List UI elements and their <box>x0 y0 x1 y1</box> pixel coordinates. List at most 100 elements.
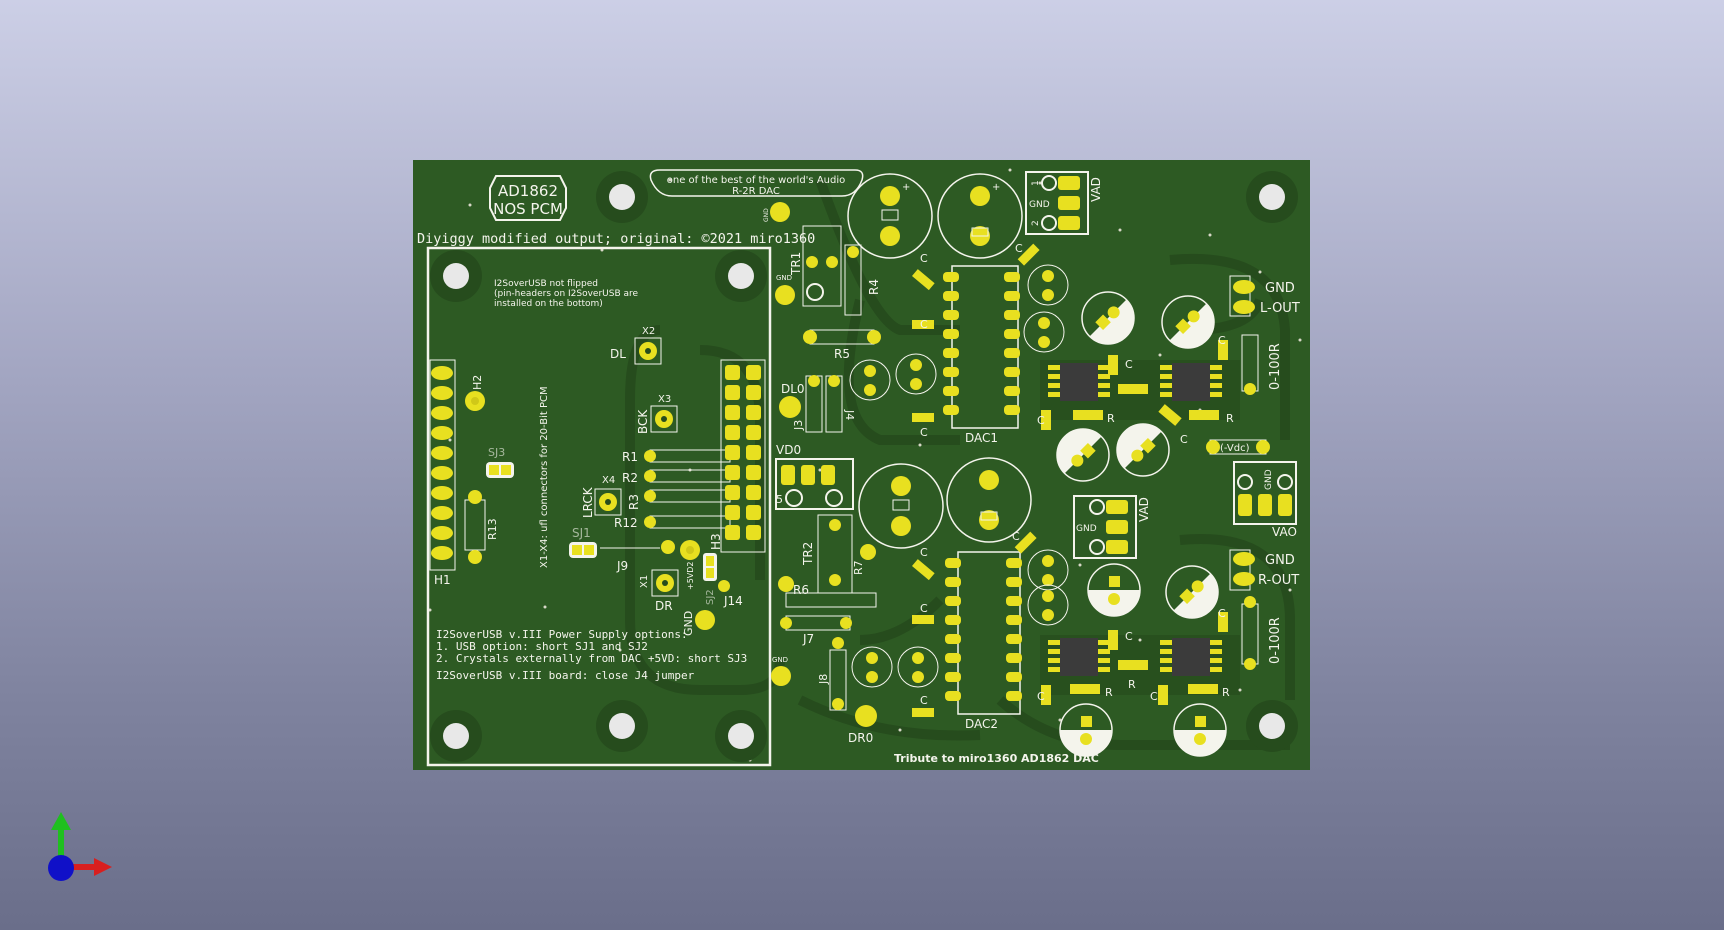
gnd-tp-top-label: GND <box>763 208 770 222</box>
vad-mid-label: VAD <box>1137 497 1151 522</box>
sj3-pad-b <box>501 465 511 475</box>
z-axis-dot-icon <box>48 855 74 881</box>
sj2-pad-b <box>706 568 714 578</box>
dl0-pad <box>779 396 801 418</box>
small-caps-dac1 <box>849 353 937 401</box>
l-out-label: L-OUT <box>1260 301 1300 316</box>
gnd-tp-low-label: GND <box>772 656 788 664</box>
sj1-pad-b <box>584 545 594 555</box>
vd0-terminal <box>775 458 854 510</box>
r5-pad-b <box>867 330 881 344</box>
electrolytic-cap-mid-2 <box>946 457 1032 543</box>
j8-pad-a <box>832 637 844 649</box>
r-label-1: R <box>1107 412 1115 425</box>
r2-label: R2 <box>622 471 638 485</box>
mounting-hole-top-left <box>596 171 648 223</box>
r6-outline <box>785 592 877 608</box>
j3-pad <box>808 375 820 387</box>
pin-header-2x10-outline <box>720 359 766 553</box>
dac1-outline <box>951 265 1019 429</box>
title-line-1: AD1862 <box>498 182 558 200</box>
r-label-3: R <box>1128 678 1136 691</box>
c-label-13: C <box>1125 630 1133 643</box>
vad-terminal-mid <box>1073 495 1137 559</box>
c-label-15: C <box>1150 690 1158 703</box>
y-axis-shaft <box>58 828 64 864</box>
smd-cap-labels: C C C C C C C C C C C C C C C C R R R R … <box>920 242 1234 707</box>
vad-top-pin2: 2 <box>1031 220 1041 226</box>
r13-pad-a <box>468 490 482 504</box>
r5-label: R5 <box>834 347 850 361</box>
neg-vdc-pad-b <box>1256 440 1270 454</box>
r1-label: R1 <box>622 450 638 464</box>
bck-label: BCK <box>636 409 650 434</box>
tr1-outline <box>802 225 842 307</box>
vao-screw-b <box>1277 474 1293 490</box>
pcb-board: AD1862 NOS PCM one of the best of the wo… <box>413 160 1310 770</box>
vd0-label: VD0 <box>776 443 801 457</box>
r-out-pad-signal <box>1233 572 1255 586</box>
j4-pad <box>828 375 840 387</box>
sj2-label: SJ2 <box>705 589 716 605</box>
h1-header-pins <box>431 366 453 560</box>
opamp-lower-left <box>1048 638 1110 676</box>
r-trim-pad-b <box>1244 658 1256 670</box>
tr2-trim <box>829 519 841 531</box>
x2-label: X2 <box>642 326 655 337</box>
r12-label: R12 <box>614 516 638 530</box>
vao-pads <box>1238 494 1292 516</box>
note-flip-3: installed on the bottom) <box>494 299 603 309</box>
tr1-pad-a <box>806 256 818 268</box>
c-label-12: C <box>1218 334 1226 347</box>
vd0-screw-a <box>785 489 803 507</box>
vad-top-gnd: GND <box>1029 200 1050 210</box>
mounting-hole-module-br <box>715 710 767 762</box>
h2-label: H2 <box>471 375 484 390</box>
pin-header-2x10 <box>725 365 761 540</box>
j7-pad-b <box>840 617 852 629</box>
c-label-5: C <box>920 546 928 559</box>
svg-text:+: + <box>992 182 1000 193</box>
film-caps-upper <box>1023 264 1069 353</box>
polarized-caps <box>1056 291 1227 757</box>
opamp-upper-left <box>1048 363 1110 401</box>
c-label-1: C <box>920 252 928 265</box>
smd-caps <box>912 243 1228 717</box>
mounting-hole-module-bl <box>430 710 482 762</box>
j8-label: J8 <box>817 674 830 685</box>
r3-label: R3 <box>627 494 641 510</box>
r4-pad <box>847 246 859 258</box>
power-title: I2SoverUSB v.III Power Supply options: <box>436 628 688 641</box>
r-label-5: R <box>1222 686 1230 699</box>
l-out-gnd-label: GND <box>1265 281 1295 296</box>
l-out-outline <box>1229 275 1251 317</box>
j7-pad-a <box>780 617 792 629</box>
x2-connector <box>634 337 662 365</box>
power-opt1: 1. USB option: short SJ1 and SJ2 <box>436 640 648 653</box>
r7-pad <box>860 544 876 560</box>
r13-label: R13 <box>486 518 499 540</box>
vad-top-pads <box>1058 176 1080 230</box>
dl0-label: DL0 <box>781 382 805 396</box>
c-label-2: C <box>920 318 928 331</box>
vad-top-label: VAD <box>1089 177 1103 202</box>
note-flip-2: (pin-headers on I2SoverUSB are <box>494 289 639 299</box>
r-out-label: R-OUT <box>1258 573 1299 588</box>
gnd-testpoint-top <box>770 202 790 222</box>
dr0-pad <box>855 705 877 727</box>
sj2-pad-a <box>706 556 714 566</box>
tagline-banner <box>649 169 864 197</box>
r-out-pad-gnd <box>1233 552 1255 566</box>
vd0-pin-5: 5 <box>776 493 783 506</box>
title-line-2: NOS PCM <box>493 200 563 218</box>
neg-vdc-label: (-Vdc) <box>1220 443 1250 454</box>
vd0-screw-b <box>825 489 843 507</box>
r-trim-pad-a <box>1244 596 1256 608</box>
sj3-label: SJ3 <box>488 446 505 459</box>
c-label-9: C <box>1125 358 1133 371</box>
r-out-gnd-label: GND <box>1265 553 1295 568</box>
mounting-hole-bottom-right <box>1246 700 1298 752</box>
r-out-outline <box>1229 549 1251 591</box>
c-label-11: C <box>1180 433 1188 446</box>
